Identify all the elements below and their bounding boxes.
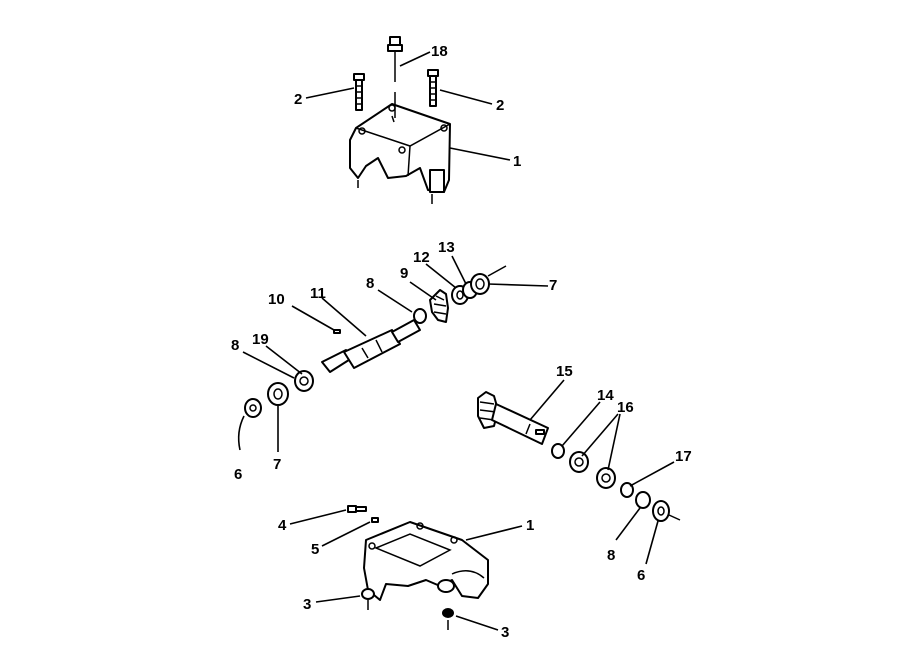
callout-7-lower: 7 xyxy=(273,456,281,473)
leader-16-b xyxy=(607,413,621,471)
callout-10: 10 xyxy=(268,291,285,308)
leader-4 xyxy=(289,509,347,525)
breather-vent xyxy=(387,36,403,118)
leader-1-bottom xyxy=(465,525,523,541)
callout-3-right: 3 xyxy=(501,624,509,641)
callout-6-right: 6 xyxy=(637,567,645,584)
leader-11 xyxy=(321,297,367,337)
leader-1-top xyxy=(449,147,511,161)
callout-16: 16 xyxy=(617,399,634,416)
housing-bolt-left xyxy=(353,73,365,111)
snap-ring-output xyxy=(620,482,634,498)
callout-19: 19 xyxy=(252,331,269,348)
dowel-pin xyxy=(371,517,379,523)
leader-17 xyxy=(629,461,675,487)
leader-8-upper xyxy=(377,289,413,313)
bearing-output-1 xyxy=(569,451,589,473)
callout-13: 13 xyxy=(438,239,455,256)
callout-4: 4 xyxy=(278,517,287,534)
washer-input xyxy=(413,308,427,324)
seal-input xyxy=(244,398,262,418)
washer-output xyxy=(551,443,565,459)
leader-10 xyxy=(291,305,335,331)
callout-14: 14 xyxy=(597,387,614,404)
callout-2-right: 2 xyxy=(496,97,504,114)
callout-8-upper: 8 xyxy=(366,275,374,292)
callout-12: 12 xyxy=(413,249,430,266)
leader-3-right xyxy=(455,615,499,631)
callout-5: 5 xyxy=(311,541,319,558)
callout-11: 11 xyxy=(310,285,326,302)
bearing-output-2 xyxy=(596,467,616,489)
callout-15: 15 xyxy=(556,363,573,380)
callout-8-left: 8 xyxy=(231,337,239,354)
callout-8-lower: 8 xyxy=(607,547,615,564)
bearing-input-outer xyxy=(470,273,490,295)
leader-9 xyxy=(409,281,437,301)
callout-1-bottom: 1 xyxy=(526,517,534,534)
leader-15 xyxy=(529,379,565,421)
leader-18 xyxy=(399,51,431,67)
housing-bolt-right xyxy=(427,69,439,107)
lower-housing-assembly: 4 5 1 3 3 xyxy=(278,505,534,641)
leader-6-left xyxy=(237,415,245,451)
upper-housing xyxy=(349,103,451,204)
leader-3-left xyxy=(315,595,361,603)
callout-9: 9 xyxy=(400,265,408,282)
leader-2-right xyxy=(439,89,493,105)
leader-8-left xyxy=(242,351,295,379)
input-shaft xyxy=(321,319,421,373)
output-shaft-assembly: 15 14 16 17 8 6 xyxy=(477,363,692,584)
seal-output xyxy=(652,500,670,522)
lower-housing xyxy=(363,521,489,601)
leader-19 xyxy=(265,345,303,375)
bevel-gear-input xyxy=(429,289,449,323)
leader-14 xyxy=(561,401,601,447)
upper-housing-assembly: 2 2 18 1 xyxy=(294,36,521,204)
callout-3-left: 3 xyxy=(303,596,311,613)
input-shaft-assembly: 10 11 8 9 12 13 7 8 19 6 7 xyxy=(231,239,557,483)
leader-16-a xyxy=(581,413,619,457)
callout-2-left: 2 xyxy=(294,91,302,108)
bearing-input-lower xyxy=(294,370,314,392)
leader-5 xyxy=(321,521,371,547)
lower-housing-bolt xyxy=(347,505,367,513)
key xyxy=(333,329,341,334)
drain-plug-left xyxy=(361,588,375,610)
leader-2-left xyxy=(305,87,355,99)
callout-1-top: 1 xyxy=(513,153,521,170)
leader-8-lower xyxy=(615,507,641,541)
leader-12 xyxy=(425,263,457,289)
callout-6-left: 6 xyxy=(234,466,242,483)
callout-18: 18 xyxy=(431,43,448,60)
leader-13 xyxy=(451,255,467,285)
callout-7-upper: 7 xyxy=(549,277,557,294)
leader-7-upper xyxy=(487,283,549,287)
bearing-race-lower xyxy=(267,382,289,406)
drain-plug-right xyxy=(442,608,454,630)
output-pinion-shaft xyxy=(477,391,549,445)
washer-output-outer xyxy=(635,491,651,509)
callout-17: 17 xyxy=(675,448,692,465)
leader-6-right xyxy=(645,520,659,565)
